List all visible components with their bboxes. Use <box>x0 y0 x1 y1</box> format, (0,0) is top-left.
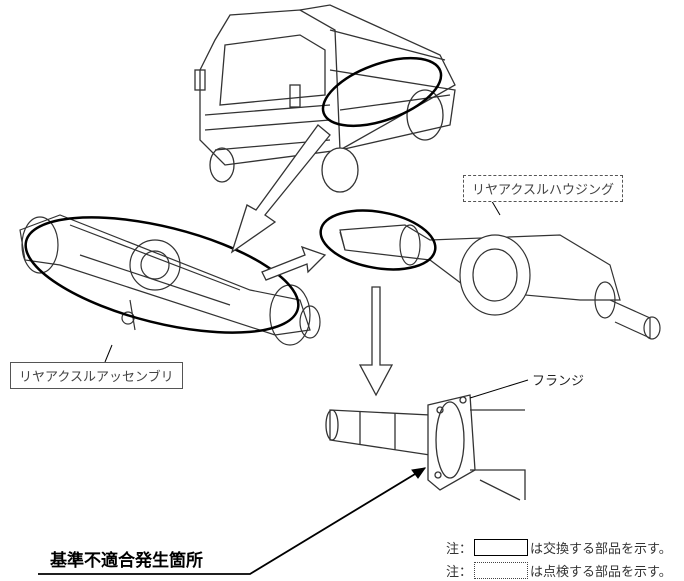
rear-axle-housing-illustration <box>339 224 661 340</box>
legend-text: は交換する部品を示す。 <box>530 542 672 557</box>
legend-prefix: 注： <box>446 565 473 580</box>
truck-illustration <box>194 4 456 193</box>
legend-text: は点検する部品を示す。 <box>530 565 672 580</box>
rear-axle-assembly-illustration <box>19 214 321 346</box>
housing-label: リヤアクスルハウジング <box>463 175 623 202</box>
legend-solid-box <box>474 539 529 556</box>
legend-inspect: 注： は点検する部品を示す。 <box>446 561 672 580</box>
arrow-truck-to-assembly <box>230 124 331 254</box>
truck-highlight-ellipse <box>321 56 443 128</box>
legend-dotted-box <box>474 562 529 579</box>
defect-location-label: 基準不適合発生箇所 <box>50 551 203 571</box>
assembly-highlight-ellipse <box>24 216 300 334</box>
arrow-housing-to-flange <box>358 286 394 397</box>
assembly-label: リヤアクスルアッセンブリ <box>10 362 183 389</box>
housing-highlight-ellipse <box>319 209 437 271</box>
legend-prefix: 注： <box>446 542 473 557</box>
arrows <box>230 124 394 397</box>
legend-replace: 注： は交換する部品を示す。 <box>446 538 672 557</box>
arrow-assembly-to-housing <box>261 245 327 281</box>
flange-label: フランジ <box>532 374 585 389</box>
flange-detail-illustration <box>325 394 526 501</box>
